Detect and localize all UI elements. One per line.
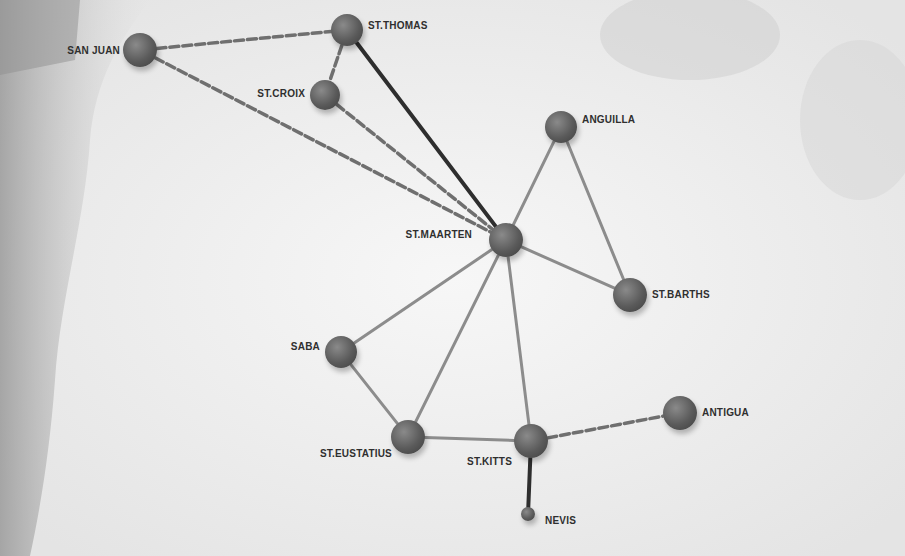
island-marker: ST.MAARTEN: [489, 223, 523, 257]
route-line: [157, 32, 331, 49]
coast-shading: [0, 0, 150, 556]
route-line: [354, 250, 492, 344]
island-marker: ANTIGUA: [663, 396, 697, 430]
island-marker: ST.BARTHS: [613, 278, 647, 312]
island-marker: SABA: [325, 336, 357, 368]
island-name: ANTIGUA: [702, 407, 749, 419]
route-line: [567, 142, 623, 279]
route-line: [548, 416, 664, 438]
island-marker: ANGUILLA: [545, 111, 577, 143]
route-line: [513, 141, 554, 224]
island-marker: ST.THOMAS: [331, 14, 363, 46]
route-line: [508, 257, 529, 424]
island-name: ST.MAARTEN: [406, 229, 472, 241]
sky-shading: [600, 0, 780, 80]
island-name: SAN JUAN: [67, 45, 120, 57]
island-name: ST.EUSTATIUS: [320, 448, 392, 460]
island-name: ST.BARTHS: [652, 289, 710, 301]
route-line: [155, 58, 491, 232]
island-marker: ST.EUSTATIUS: [391, 420, 425, 454]
island-marker: NEVIS: [521, 507, 535, 521]
route-line: [528, 458, 530, 507]
island-name: ANGUILLA: [582, 114, 635, 126]
route-line: [425, 438, 514, 441]
coast-shading: [0, 0, 80, 75]
island-marker: SAN JUAN: [123, 33, 157, 67]
route-line: [337, 104, 493, 229]
route-line: [357, 43, 496, 227]
island-name: ST.KITTS: [467, 456, 512, 468]
island-name: SABA: [291, 341, 320, 353]
island-marker: ST.CROIX: [310, 80, 340, 110]
route-line: [416, 255, 499, 422]
island-name: ST.CROIX: [257, 88, 305, 100]
route-line: [522, 247, 615, 288]
island-name: ST.THOMAS: [368, 20, 428, 32]
route-line: [330, 45, 342, 81]
sky-shading: [800, 40, 905, 200]
island-name: NEVIS: [545, 515, 576, 527]
island-marker: ST.KITTS: [514, 424, 548, 458]
route-line: [351, 365, 398, 424]
